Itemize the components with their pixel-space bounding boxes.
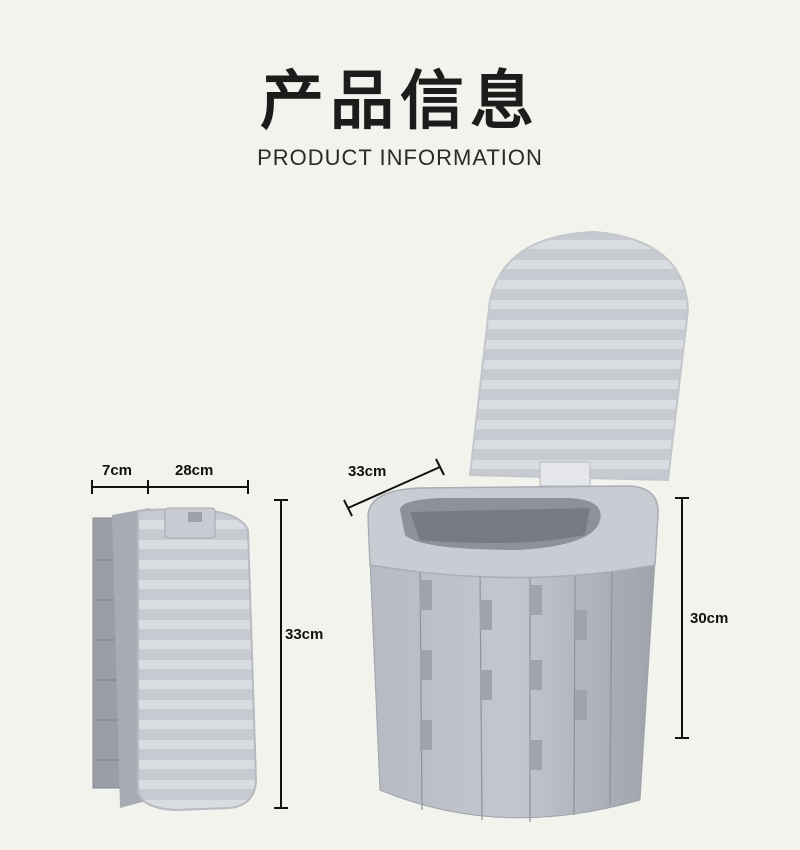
folded-height-label: 33cm bbox=[285, 626, 324, 643]
folded-dimension-lines bbox=[91, 480, 288, 809]
folded-toilet bbox=[92, 507, 258, 812]
page-subtitle: PRODUCT INFORMATION bbox=[257, 145, 543, 170]
unfolded-depth-label: 33cm bbox=[348, 463, 387, 480]
unfolded-toilet bbox=[367, 230, 690, 822]
folded-thickness-label: 7cm bbox=[102, 462, 133, 479]
unfolded-height-label: 30cm bbox=[690, 610, 729, 627]
unfolded-dimension-lines bbox=[343, 458, 689, 739]
page-title: 产品信息 bbox=[260, 65, 540, 139]
folded-width-label: 28cm bbox=[175, 462, 214, 479]
